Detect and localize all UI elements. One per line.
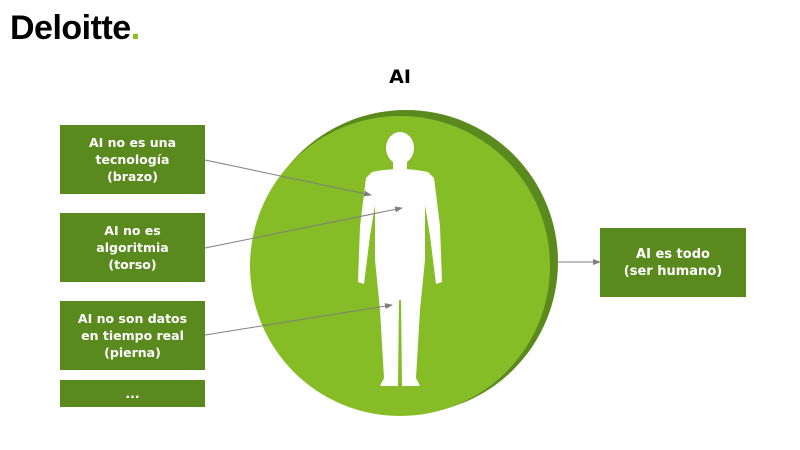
label-box-all: AI es todo (ser humano) bbox=[600, 228, 746, 297]
label-torso-text: AI no es algoritmia (torso) bbox=[96, 223, 169, 272]
arrow-leg bbox=[204, 303, 393, 336]
diagram-title: AI bbox=[389, 66, 411, 88]
label-box-leg: AI no son datos en tiempo real (pierna) bbox=[60, 301, 205, 370]
label-all-text: AI es todo (ser humano) bbox=[623, 246, 723, 279]
label-box-torso: AI no es algoritmia (torso) bbox=[60, 213, 205, 282]
arrow-arm bbox=[204, 159, 372, 197]
logo-dot: . bbox=[130, 9, 140, 47]
human-body-silhouette-icon bbox=[358, 132, 442, 386]
deloitte-logo: Deloitte. bbox=[10, 8, 140, 48]
label-more-text: ... bbox=[125, 386, 140, 401]
label-arm-text: AI no es una tecnología (brazo) bbox=[88, 135, 177, 184]
arrow-torso bbox=[204, 206, 403, 249]
label-box-arm: AI no es una tecnología (brazo) bbox=[60, 125, 205, 194]
label-leg-text: AI no son datos en tiempo real (pierna) bbox=[77, 311, 188, 360]
logo-text: Deloitte bbox=[10, 9, 131, 47]
label-box-more: ... bbox=[60, 380, 205, 407]
